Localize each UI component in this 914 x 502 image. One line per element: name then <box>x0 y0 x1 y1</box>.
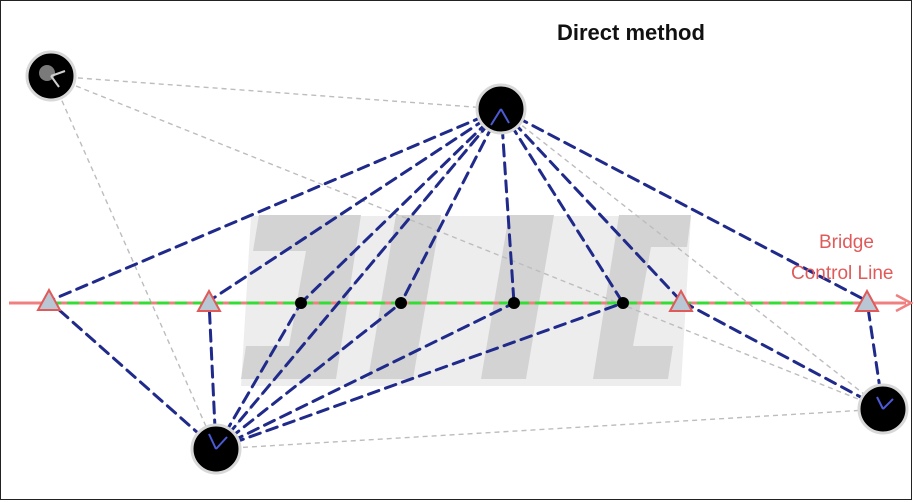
sight-line <box>399 107 503 305</box>
sight-line <box>214 301 403 451</box>
stations <box>25 50 909 475</box>
diagram-title: Direct method <box>557 20 705 45</box>
sight-line <box>214 301 625 451</box>
sight-line <box>499 107 869 303</box>
sight-line <box>299 107 503 305</box>
target-triangle <box>196 288 222 312</box>
reference-line <box>215 408 884 450</box>
sight-line <box>499 107 516 305</box>
sight-line <box>499 107 625 305</box>
reference-line <box>50 75 217 450</box>
sight-lines <box>47 107 885 451</box>
targets <box>36 287 880 312</box>
control-points <box>295 297 629 309</box>
station-right <box>857 383 909 435</box>
station-top-left <box>25 50 77 102</box>
bridge-control-line <box>9 293 913 313</box>
sight-line <box>214 301 516 451</box>
target-triangle <box>854 288 880 312</box>
target-triangle <box>668 288 694 312</box>
control-line-arrow <box>895 293 913 313</box>
sight-line <box>47 107 503 303</box>
sight-line <box>47 299 218 451</box>
bridge-label-line1: Bridge <box>819 232 874 253</box>
bridge-label-line2: Control Line <box>791 263 893 284</box>
sight-line <box>207 107 503 303</box>
watermark-letter-c <box>593 215 691 379</box>
reference-line <box>50 75 502 110</box>
sight-line <box>499 107 683 303</box>
control-point <box>508 297 520 309</box>
control-point <box>295 297 307 309</box>
watermark <box>241 215 691 386</box>
station-top <box>475 83 527 135</box>
control-point <box>395 297 407 309</box>
sight-line <box>214 107 503 451</box>
control-point <box>617 297 629 309</box>
sight-line <box>214 301 303 451</box>
watermark-letter-i2 <box>481 215 554 379</box>
target-triangle <box>36 287 62 311</box>
watermark-letter-i1 <box>368 215 441 379</box>
sight-line <box>679 299 885 411</box>
station-bottom-left <box>190 423 242 475</box>
